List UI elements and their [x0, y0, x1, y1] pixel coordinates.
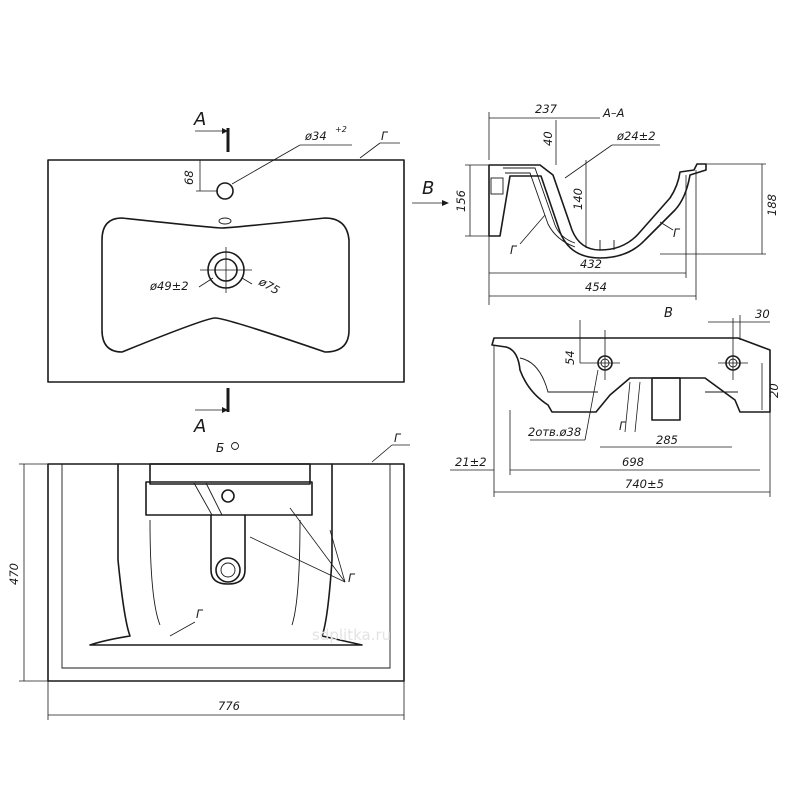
- drain-outer-label: ø75: [256, 274, 283, 297]
- section-inner-wall-2: [505, 172, 576, 248]
- side-view-title: B: [664, 306, 673, 321]
- drain-hole-label: ø24±2: [616, 129, 656, 143]
- section-arrowhead-bottom: [222, 407, 228, 413]
- front-drain-inner: [220, 562, 236, 578]
- view-front-marker: [231, 442, 239, 450]
- drain-leader-b: [241, 277, 253, 285]
- watermark: sdplitka.ru: [312, 626, 391, 644]
- overflow-slot: [218, 217, 232, 225]
- dim-20-label: 20: [767, 383, 781, 398]
- hole-offset-label: 68: [182, 170, 196, 185]
- side-inner-line: [519, 357, 738, 393]
- g-label-front: Г: [348, 571, 356, 585]
- drain-leader-a: [198, 277, 214, 288]
- g-leader-front-b: [289, 507, 346, 583]
- view-b-arrowhead: [442, 200, 449, 206]
- g-leader-front-c: [329, 529, 346, 583]
- side-view: B 30 54 20 2отв.ø38 Г 285 698 21±: [450, 306, 781, 497]
- dim-740-label: 740±5: [625, 477, 664, 491]
- front-inner-frame: [61, 464, 391, 669]
- section-overflow-box: [490, 177, 504, 195]
- section-profile: [488, 163, 707, 259]
- side-drain-block: [651, 377, 681, 421]
- side-profile: [491, 337, 771, 413]
- hole-tolerance-label: +2: [335, 125, 347, 134]
- hole-diameter-label: ø34: [304, 129, 327, 143]
- side-hole-centerlines: [580, 318, 748, 380]
- g-leader-section-left: [519, 214, 546, 245]
- g-leader-front-top: [371, 444, 393, 463]
- front-overflow-panel: [149, 463, 311, 485]
- dim-432-label: 432: [580, 257, 602, 271]
- dim-237-label: 237: [535, 102, 558, 116]
- dim-454-label: 454: [585, 280, 607, 294]
- g-leader-side-a: [624, 381, 631, 433]
- front-channel: [145, 481, 313, 516]
- g-leader-section-right: [659, 221, 674, 231]
- section-letter-bottom: А: [193, 416, 206, 437]
- holes-label: 2отв.ø38: [528, 425, 581, 439]
- hole-leader: [231, 144, 301, 185]
- section-view: А–А 237 40 ø24±2 140 156 188 Г: [454, 102, 779, 305]
- g-leader-side-b: [634, 381, 641, 433]
- drain-hole-leader: [564, 144, 613, 179]
- section-arrowhead-top: [222, 128, 228, 134]
- dim-285-label: 285: [656, 433, 678, 447]
- dim-offset-label: 21±2: [455, 455, 487, 469]
- top-view-bowl: [101, 217, 350, 353]
- front-drain-pipe: [210, 514, 246, 585]
- g-leader-front-a: [249, 536, 346, 583]
- dim-188-label: 188: [765, 194, 779, 216]
- front-bowl: [89, 463, 363, 646]
- front-overflow-hole: [221, 489, 235, 503]
- section-letter-top: А: [193, 109, 206, 130]
- dim-156-label: 156: [454, 190, 468, 212]
- dim-470-label: 470: [7, 563, 21, 585]
- front-bowl-inner: [149, 519, 301, 626]
- g-label-side: Г: [619, 419, 627, 433]
- view-b-letter: B: [422, 178, 434, 199]
- top-view: ø49±2 ø75 ø34 +2 68 Г А А B Б: [47, 109, 449, 455]
- g-leader-front-bowl: [169, 621, 196, 637]
- front-view: Г Г Г 470 776 sdplitka.ru: [7, 431, 410, 720]
- g-label-front-bowl: Г: [196, 607, 204, 621]
- dim-140-label: 140: [571, 188, 585, 210]
- front-drain-outer: [215, 557, 241, 583]
- faucet-hole: [216, 182, 234, 200]
- dim-30-label: 30: [755, 307, 770, 321]
- dim-40-label: 40: [541, 131, 555, 146]
- view-front-letter: Б: [216, 441, 224, 455]
- dim-54-label: 54: [563, 350, 577, 365]
- section-inner-wall: [503, 167, 576, 244]
- section-title: А–А: [602, 106, 625, 120]
- g-leader-top: [359, 142, 381, 159]
- dim-776-label: 776: [218, 699, 240, 713]
- holes-leader: [584, 369, 599, 441]
- drain-diameter-label: ø49±2: [149, 279, 189, 293]
- top-view-outline: [47, 159, 405, 383]
- front-channel-divider: [193, 482, 223, 516]
- dim-698-label: 698: [622, 455, 644, 469]
- g-label-front-top: Г: [394, 431, 402, 445]
- g-label-section-left: Г: [510, 243, 518, 257]
- g-label-top: Г: [381, 129, 389, 143]
- section-drain-pipe: [599, 240, 615, 250]
- g-label-section-right: Г: [673, 226, 681, 240]
